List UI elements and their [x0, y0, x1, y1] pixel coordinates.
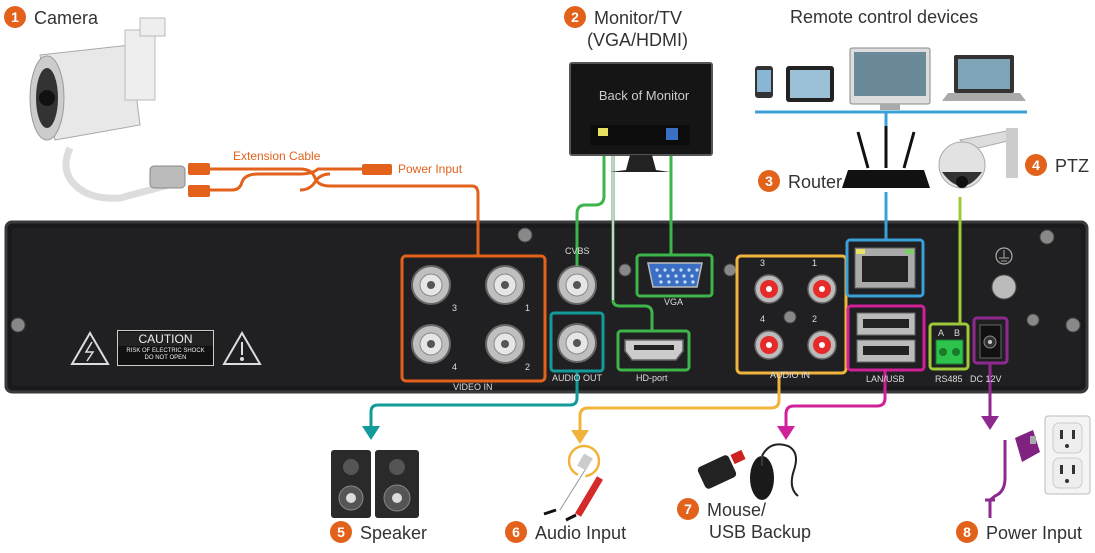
monitor-cables [575, 148, 673, 331]
dc-jack [979, 324, 1002, 359]
ptz-number: 4 [1025, 154, 1047, 176]
monitor-device [569, 62, 713, 172]
ptz-label: 4 PTZ [1025, 154, 1089, 177]
lan-usb-label: LAN/USB [866, 374, 905, 384]
ptz-device [938, 128, 1018, 189]
ground-terminal [991, 247, 1017, 300]
extension-cable-label: Extension Cable [233, 149, 321, 163]
audio-input-cable [571, 373, 781, 444]
rs485-label: RS485 [935, 374, 963, 384]
rs485-b-label: B [954, 328, 961, 338]
hd-port-label: HD-port [636, 373, 668, 383]
dc12v-label: DC 12V [970, 374, 1002, 384]
lan-port [854, 247, 916, 289]
router-label-text: Router [788, 172, 843, 192]
remote-devices-label: Remote control devices [790, 7, 979, 27]
tablet-device [786, 66, 834, 102]
power-adapter-device [1015, 430, 1040, 462]
camera-label-text: Camera [34, 8, 99, 28]
mouse-sublabel: USB Backup [709, 522, 812, 542]
audio-in-number-1: 1 [812, 258, 818, 268]
speaker-label: 5 Speaker [330, 521, 427, 544]
rca-connectors [754, 274, 837, 360]
video-in-frame [400, 254, 547, 383]
power-input-cable-label: Power Input [398, 162, 463, 176]
extension-plugs [188, 163, 392, 197]
power-label-text: Power Input [986, 523, 1083, 543]
caution-title: CAUTION [118, 332, 213, 346]
rs485-a-label: A [938, 328, 945, 338]
phone-device [755, 66, 773, 98]
bnc-number-2: 2 [525, 362, 531, 372]
caution-line-1: RISK OF ELECTRIC SHOCK [126, 348, 205, 354]
mouse-label: 7 Mouse/ [677, 498, 766, 521]
mouse-device [750, 443, 799, 500]
monitor-label-text: Monitor/TV [594, 8, 683, 28]
speaker-number: 5 [330, 521, 352, 543]
power-number: 8 [956, 521, 978, 543]
rs485-terminal [935, 339, 964, 365]
speaker-label-text: Speaker [360, 523, 428, 543]
camera-label: 1 Camera [4, 6, 98, 29]
mouse-label-text: Mouse/ [707, 500, 767, 520]
audio-input-number: 6 [505, 521, 527, 543]
audio-in-label: AUDIO IN [770, 370, 811, 380]
monitor-label: 2 Monitor/TV [564, 6, 682, 29]
usb-ports [856, 312, 916, 363]
audio-in-frame [735, 254, 848, 375]
audio-input-label-text: Audio Input [535, 523, 627, 543]
audio-out-label: AUDIO OUT [552, 373, 603, 383]
bnc-number-4: 4 [452, 362, 458, 372]
usb-cable [777, 370, 887, 440]
bnc-number-3: 3 [452, 303, 458, 313]
power-cable [981, 363, 1007, 518]
router-label: 3 Router [758, 170, 842, 193]
panel-screws [10, 227, 1081, 333]
audio-in-number-2: 2 [812, 314, 818, 324]
back-of-monitor-label: Back of Monitor [598, 88, 690, 103]
camera-number: 1 [4, 6, 26, 28]
hdmi-port [624, 339, 684, 361]
caution-line-2: DO NOT OPEN [144, 355, 187, 361]
vga-port [647, 262, 703, 288]
cvbs-connector [557, 265, 597, 305]
wall-outlet-device [1044, 415, 1091, 495]
audio-in-number-3: 3 [760, 258, 766, 268]
audio-plug-device [543, 444, 604, 522]
desktop-device [849, 47, 931, 110]
bnc-connectors [411, 265, 525, 364]
speaker-device [331, 450, 419, 518]
camera-device [29, 17, 186, 202]
router-device [842, 126, 930, 188]
ptz-label-text: PTZ [1055, 156, 1089, 176]
vga-label: VGA [664, 297, 684, 307]
vga-frame [635, 253, 714, 298]
laptop-device [942, 55, 1026, 101]
caution-sticker: CAUTION RISK OF ELECTRIC SHOCK DO NOT OP… [117, 330, 214, 366]
monitor-number: 2 [564, 6, 586, 28]
mouse-number: 7 [677, 498, 699, 520]
audio-out-connector [557, 323, 597, 363]
warning-triangles [70, 331, 262, 365]
audio-input-label: 6 Audio Input [505, 521, 626, 544]
rs485-frame [928, 322, 970, 371]
power-label: 8 Power Input [956, 521, 1082, 544]
audio-in-number-4: 4 [760, 314, 766, 324]
bnc-number-1: 1 [525, 303, 531, 313]
speaker-cable [362, 371, 579, 440]
monitor-sublabel: (VGA/HDMI) [587, 30, 688, 50]
usb-stick-device [697, 449, 746, 489]
video-in-label: VIDEO IN [453, 382, 493, 392]
router-number: 3 [758, 170, 780, 192]
cvbs-label: CVBS [565, 246, 590, 256]
extension-cables [210, 167, 480, 256]
